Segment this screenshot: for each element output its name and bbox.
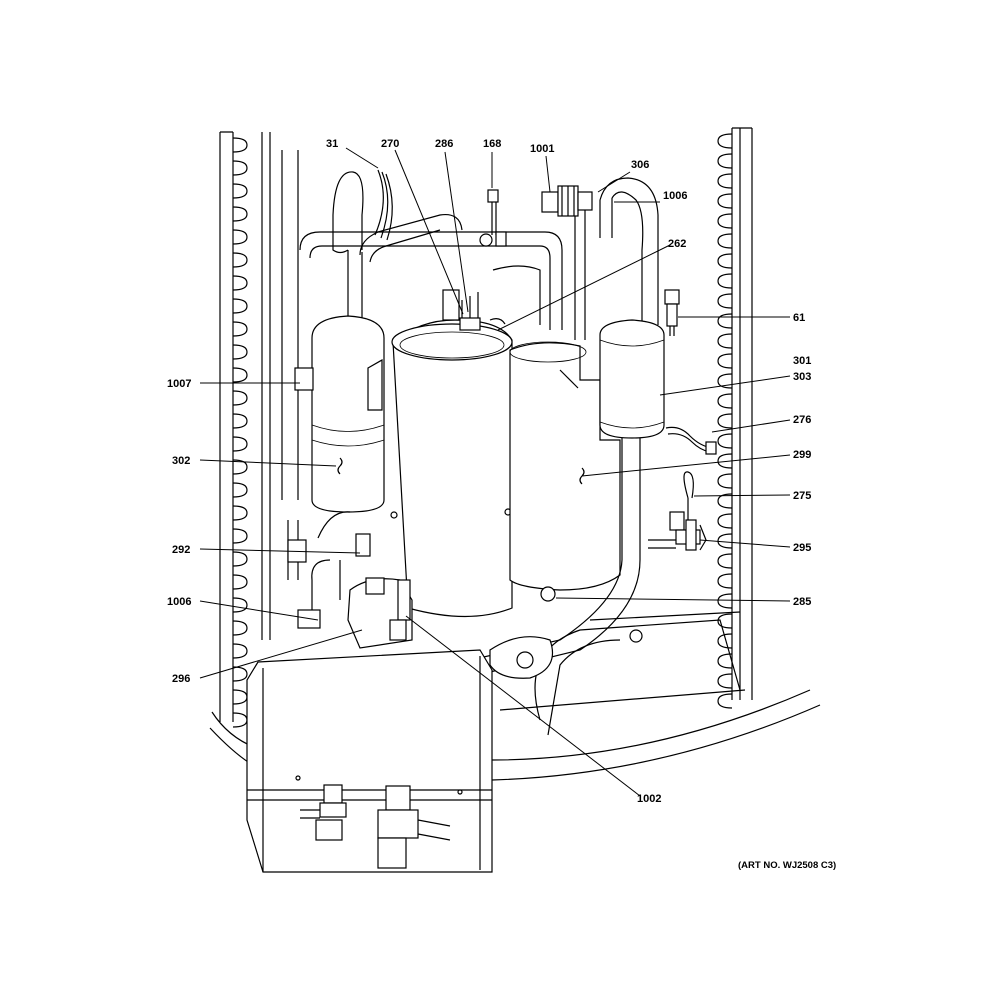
- coil-tube-bend: [717, 673, 733, 689]
- refrigerant-tubing: [281, 150, 659, 580]
- service-valve-168: [479, 189, 507, 247]
- callout-labels: 31 270 286 168 1001 306 1006 262 61 301 …: [167, 138, 811, 805]
- valve-295: [648, 511, 707, 551]
- coil-tube-bend: [717, 573, 733, 589]
- compressor: [390, 289, 513, 618]
- coil-tube-bend: [232, 482, 248, 498]
- coil-tube-bend: [232, 505, 248, 521]
- coil-tube-bend: [717, 533, 733, 549]
- coil-tube-bend: [717, 293, 733, 309]
- service-panel: [246, 649, 493, 873]
- coil-tube-bend: [232, 367, 248, 383]
- coil-tube-bend: [232, 252, 248, 268]
- coil-tube-bend: [717, 633, 733, 649]
- coil-tube-bend: [232, 459, 248, 475]
- callout-1006-left: 1006: [167, 596, 191, 608]
- coil-tube-bend: [232, 137, 248, 153]
- wire-harness-31: [374, 169, 393, 241]
- callout-286: 286: [435, 138, 453, 150]
- coil-tube-bend: [717, 493, 733, 509]
- coil-tube-bend: [717, 353, 733, 369]
- coil-tube-bend: [232, 275, 248, 291]
- coil-tube-bend: [232, 183, 248, 199]
- coil-tube-bend: [717, 413, 733, 429]
- coil-tube-bend: [232, 436, 248, 452]
- service-valve-small: [300, 784, 347, 841]
- coil-tube-bend: [717, 153, 733, 169]
- callout-1007: 1007: [167, 378, 191, 390]
- lower-valve-assembly: [287, 533, 556, 679]
- strainer-1001: [541, 185, 593, 217]
- coil-tube-bend: [717, 453, 733, 469]
- coil-tube-bend: [232, 643, 248, 659]
- callout-303: 303: [793, 371, 811, 383]
- pressure-switch-61: [664, 289, 680, 336]
- coil-tube-bend: [232, 298, 248, 314]
- coil-tube-bend: [717, 653, 733, 669]
- coil-tube-bend: [717, 433, 733, 449]
- coil-tube-bend: [232, 390, 248, 406]
- callout-299: 299: [793, 449, 811, 461]
- left-accumulator: [294, 315, 385, 539]
- callout-61: 61: [793, 312, 805, 324]
- coil-tube-bend: [717, 393, 733, 409]
- coil-tube-bend: [717, 513, 733, 529]
- service-valve-large: [377, 785, 451, 869]
- callout-295: 295: [793, 542, 811, 554]
- receiver-drier: [469, 319, 665, 673]
- coil-tube-bend: [232, 597, 248, 613]
- coil-tube-bend: [232, 413, 248, 429]
- callout-270: 270: [381, 138, 399, 150]
- coil-tube-bend: [717, 593, 733, 609]
- coil-tube-bend: [717, 233, 733, 249]
- left-coil-frame: [219, 131, 271, 728]
- coil-tube-bend: [232, 528, 248, 544]
- coil-tube-bend: [232, 206, 248, 222]
- leader-lines: [199, 147, 791, 797]
- coil-tube-bend: [232, 160, 248, 176]
- callout-262: 262: [668, 238, 686, 250]
- callout-296: 296: [172, 673, 190, 685]
- coil-tube-bend: [232, 620, 248, 636]
- coil-tube-bend: [232, 712, 248, 728]
- coil-tube-bend: [232, 574, 248, 590]
- callout-285: 285: [793, 596, 811, 608]
- coil-tube-bend: [717, 553, 733, 569]
- coil-tube-bend: [232, 229, 248, 245]
- callout-276: 276: [793, 414, 811, 426]
- coil-tube-bend: [232, 344, 248, 360]
- callout-31: 31: [326, 138, 338, 150]
- coil-tube-bend: [717, 313, 733, 329]
- coil-tube-bend: [717, 253, 733, 269]
- callout-275: 275: [793, 490, 811, 502]
- coil-tube-bend: [717, 473, 733, 489]
- coil-tube-bend: [717, 193, 733, 209]
- callout-1001: 1001: [530, 143, 554, 155]
- coil-tube-bend: [717, 213, 733, 229]
- wire-harness-276: [665, 426, 717, 455]
- callout-168: 168: [483, 138, 501, 150]
- coil-tube-bend: [232, 666, 248, 682]
- coil-tube-bend: [717, 333, 733, 349]
- coil-tube-bend: [717, 133, 733, 149]
- right-coil-frame: [717, 127, 753, 709]
- coil-tube-bend: [717, 173, 733, 189]
- coil-tube-bend: [232, 551, 248, 567]
- coil-tube-bend: [232, 321, 248, 337]
- coil-tube-bend: [717, 373, 733, 389]
- rear-compressor: [509, 341, 621, 591]
- callout-301: 301: [793, 355, 811, 367]
- callout-306: 306: [631, 159, 649, 171]
- callout-1006-top: 1006: [663, 190, 687, 202]
- callout-302: 302: [172, 455, 190, 467]
- coil-tube-bend: [232, 689, 248, 705]
- coil-tube-bend: [717, 693, 733, 709]
- art-number: (ART NO. WJ2508 C3): [738, 860, 836, 871]
- callout-292: 292: [172, 544, 190, 556]
- coil-tube-bend: [717, 273, 733, 289]
- coil-tube-bend: [717, 613, 733, 629]
- callout-1002: 1002: [637, 793, 661, 805]
